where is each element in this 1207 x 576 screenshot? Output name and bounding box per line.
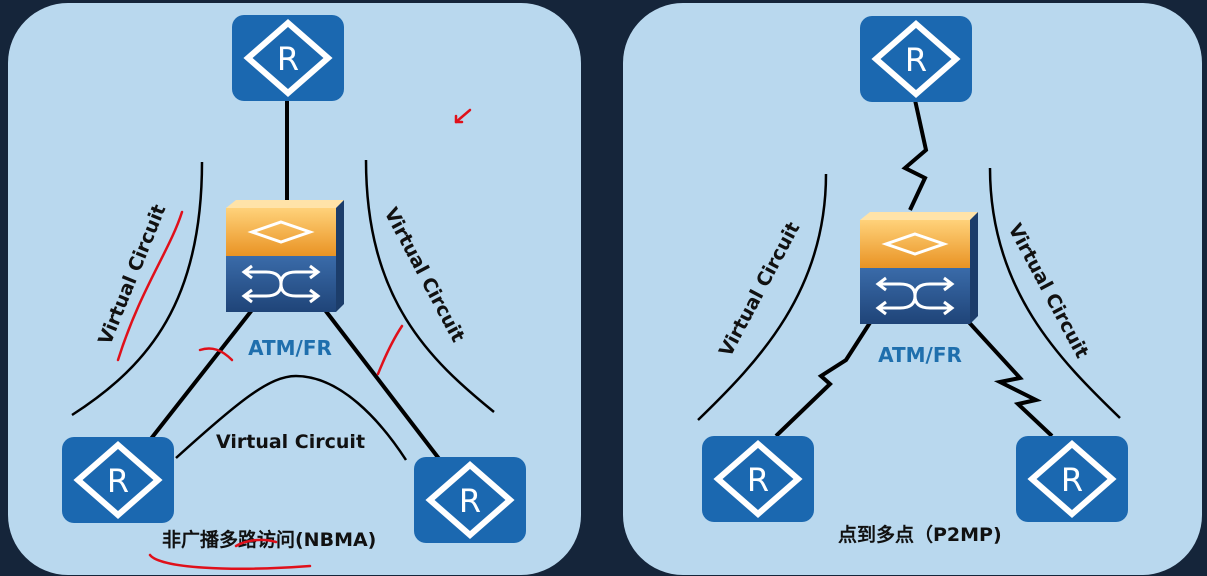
vc-label-bottom: Virtual Circuit — [216, 431, 365, 453]
router-bottom-left-p2mp-icon — [702, 436, 814, 522]
serial-link-left — [774, 316, 875, 438]
link-right — [323, 308, 442, 462]
caption-p2mp: 点到多点（P2MP) — [838, 523, 1002, 546]
router-bottom-left-icon — [62, 437, 174, 523]
vc-curve-right-p2mp — [988, 167, 1121, 419]
atm-switch-p2mp-icon — [858, 210, 980, 326]
router-top-icon — [232, 15, 344, 101]
router-bottom-right-icon — [414, 457, 526, 543]
vc-label-left-p2mp: Virtual Circuit — [715, 218, 804, 360]
vc-curve-left — [71, 161, 204, 417]
vc-curve-bottom — [175, 374, 408, 461]
switch-label-right: ATM/FR — [878, 343, 962, 367]
router-top-p2mp-icon — [860, 16, 972, 102]
router-bottom-right-p2mp-icon — [1016, 436, 1128, 522]
atm-switch-icon — [224, 198, 346, 314]
vc-label-right: Virtual Circuit — [380, 204, 469, 346]
switch-label-left: ATM/FR — [248, 336, 332, 360]
vc-label-left: Virtual Circuit — [94, 201, 170, 347]
serial-link-top — [901, 99, 929, 211]
vc-curve-left-p2mp — [697, 173, 828, 421]
serial-link-right — [963, 316, 1054, 438]
link-left — [148, 308, 254, 442]
vc-curve-right — [364, 159, 495, 413]
red-annotation-marks — [116, 108, 472, 570]
